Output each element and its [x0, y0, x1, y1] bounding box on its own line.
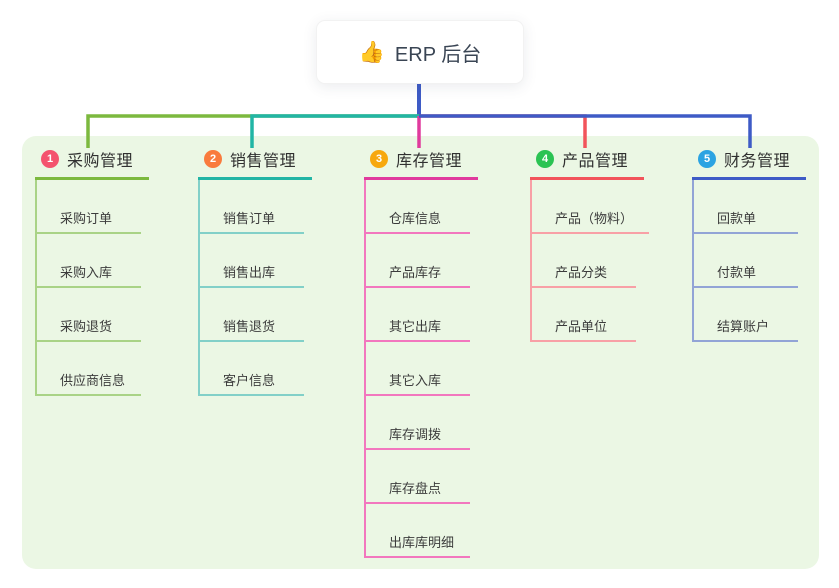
branch-label: 销售管理	[230, 153, 297, 170]
branch-children: 销售订单销售出库销售退货客户信息	[198, 180, 304, 396]
branch-title[interactable]: 2 销售管理	[198, 148, 313, 180]
child-node[interactable]: 其它出库	[366, 288, 470, 342]
child-node[interactable]: 产品（物料）	[532, 180, 650, 234]
branch-number-badge: 1	[41, 150, 59, 168]
branch-column-5: 5 财务管理 回款单付款单结算账户	[692, 148, 807, 342]
child-node[interactable]: 其它入库	[366, 342, 470, 396]
branch-column-1: 1 采购管理 采购订单采购入库采购退货供应商信息	[35, 148, 150, 396]
branches-panel	[22, 136, 819, 569]
branch-number-badge: 3	[370, 150, 388, 168]
child-node[interactable]: 客户信息	[200, 342, 304, 396]
branch-column-2: 2 销售管理 销售订单销售出库销售退货客户信息	[198, 148, 313, 396]
branch-number-badge: 4	[536, 150, 554, 168]
child-node[interactable]: 产品单位	[532, 288, 636, 342]
branch-column-3: 3 库存管理 仓库信息产品库存其它出库其它入库库存调拨库存盘点出库库明细	[364, 148, 479, 558]
child-node[interactable]: 供应商信息	[37, 342, 142, 396]
child-node[interactable]: 销售退货	[200, 288, 304, 342]
branch-children: 产品（物料）产品分类产品单位	[530, 180, 650, 342]
branch-children: 采购订单采购入库采购退货供应商信息	[35, 180, 142, 396]
branch-label: 库存管理	[396, 153, 463, 170]
child-node[interactable]: 库存调拨	[366, 396, 470, 450]
root-label: ERP 后台	[394, 43, 482, 66]
child-node[interactable]: 采购入库	[37, 234, 141, 288]
branch-title[interactable]: 1 采购管理	[35, 148, 150, 180]
child-node[interactable]: 付款单	[694, 234, 798, 288]
branch-title[interactable]: 3 库存管理	[364, 148, 479, 180]
child-node[interactable]: 采购退货	[37, 288, 141, 342]
branch-label: 产品管理	[562, 153, 629, 170]
branch-label: 财务管理	[724, 153, 791, 170]
branch-title[interactable]: 5 财务管理	[692, 148, 807, 180]
branch-column-4: 4 产品管理 产品（物料）产品分类产品单位	[530, 148, 650, 342]
branch-number-badge: 5	[698, 150, 716, 168]
child-node[interactable]: 库存盘点	[366, 450, 470, 504]
branch-title[interactable]: 4 产品管理	[530, 148, 645, 180]
child-node[interactable]: 回款单	[694, 180, 798, 234]
child-node[interactable]: 仓库信息	[366, 180, 470, 234]
root-node[interactable]: 👍 ERP 后台	[316, 20, 524, 84]
thumbs-up-icon: 👍	[358, 40, 385, 64]
child-node[interactable]: 出库库明细	[366, 504, 471, 558]
branch-label: 采购管理	[67, 153, 134, 170]
child-node[interactable]: 销售订单	[200, 180, 304, 234]
branch-children: 回款单付款单结算账户	[692, 180, 798, 342]
child-node[interactable]: 结算账户	[694, 288, 798, 342]
branch-number-badge: 2	[204, 150, 222, 168]
child-node[interactable]: 采购订单	[37, 180, 141, 234]
child-node[interactable]: 产品库存	[366, 234, 470, 288]
child-node[interactable]: 销售出库	[200, 234, 304, 288]
branch-children: 仓库信息产品库存其它出库其它入库库存调拨库存盘点出库库明细	[364, 180, 471, 558]
child-node[interactable]: 产品分类	[532, 234, 636, 288]
